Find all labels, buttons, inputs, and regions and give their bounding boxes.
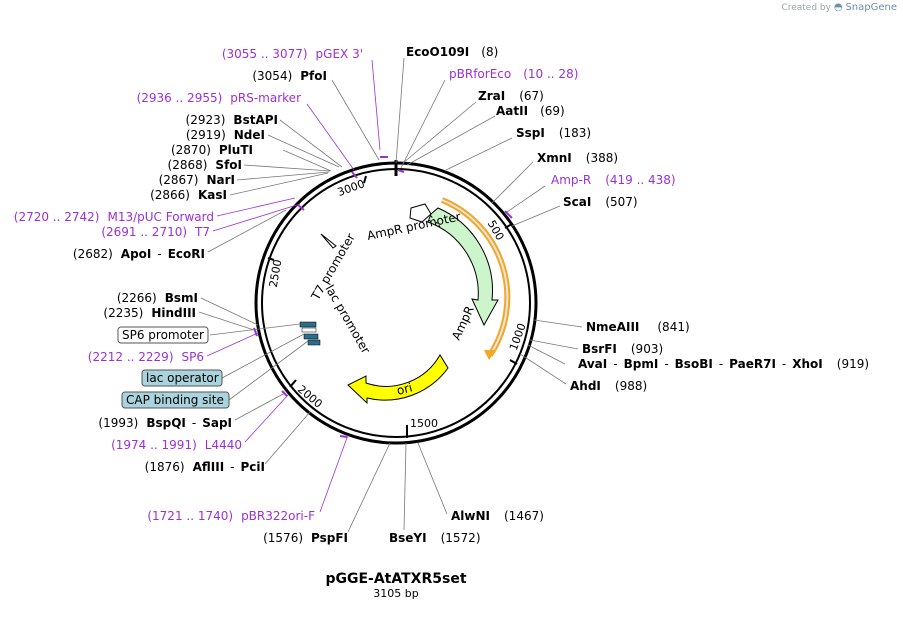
credit-prefix: Created by [781, 3, 831, 13]
site-label-aatii: AatII(69) [496, 104, 565, 118]
site-label-hindiii: (2235)HindIII [103, 306, 196, 320]
site-label-afliii-pcii: (1876)AflIII-PciI [145, 460, 265, 474]
snapgene-credit: Created by ◓ SnapGene [781, 2, 897, 13]
ampr-promoter-feature [409, 203, 432, 223]
site-label-kasi: (2866)KasI [150, 188, 227, 202]
tick-label-1500: 1500 [410, 417, 438, 430]
site-label-apoi-ecori: (2682)ApoI-EcoRI [73, 247, 205, 261]
site-label-zrai: ZraI(67) [478, 89, 544, 103]
site-label-ecoo109i: EcoO109I(8) [406, 45, 498, 59]
site-label-bsmi: (2266)BsmI [117, 291, 198, 305]
sp6-promoter-box [117, 326, 209, 344]
plasmid-name: pGGE-AtATXR5set [325, 571, 466, 587]
site-label-alwni: AlwNI(1467) [451, 509, 544, 523]
primer-label-t7: (2691 .. 2710)T7 [101, 225, 210, 239]
cap-site-box [121, 391, 230, 409]
site-label-bspqi-sapi: (1993)BspQI-SapI [98, 416, 232, 430]
credit-brand: SnapGene [845, 2, 897, 13]
primer-label-pgex3: (3055 .. 3077)pGEX 3' [222, 47, 363, 61]
ampr-label: AmpR [449, 304, 477, 342]
left-site-labels: (3055 .. 3077)pGEX 3' (3054)PfoI (2936 .… [14, 47, 363, 545]
snapgene-logo-icon: ◓ [833, 2, 843, 13]
primer-label-m13: (2720 .. 2742)M13/pUC Forward [14, 210, 214, 224]
primer-label-l4440: (1974 .. 1991)L4440 [111, 438, 242, 452]
site-label-scai: ScaI(507) [563, 195, 638, 209]
site-label-ahdi: AhdI(988) [570, 379, 647, 393]
site-label-sspi: SspI(183) [516, 126, 591, 140]
ori-feature [347, 354, 449, 405]
site-label-ndei: (2919)NdeI [186, 128, 265, 142]
ampr-promoter-junction [430, 215, 442, 229]
lac-promoter-label: lac promoter [322, 283, 373, 357]
site-label-xmni: XmnI(388) [537, 151, 618, 165]
primer-label-amp-r: Amp-R(419 .. 438) [551, 173, 676, 187]
site-label-pspfi: (1576)PspFI [263, 531, 348, 545]
ori-label: ori [395, 380, 414, 398]
site-label-pluti: (2870)PluTI [171, 143, 253, 157]
boxed-labels: SP6 promoter lac operator CAP binding si… [117, 326, 230, 409]
ampr-primer-band-inner [441, 199, 509, 356]
cap-site-label: CAP binding site [126, 393, 224, 407]
right-site-labels: EcoO109I(8) pBRforEco(10 .. 28) ZraI(67)… [389, 45, 869, 545]
ampr-primer-arrowhead [484, 350, 496, 360]
primer-label-prs-marker: (2936 .. 2955)pRS-marker [137, 91, 301, 105]
site-label-pfoi: (3054)PfoI [252, 69, 327, 83]
site-label-bseyi: BseYI(1572) [389, 531, 481, 545]
leader-lines-left [198, 59, 391, 533]
site-label-bstapi: (2923)BstAPI [186, 113, 278, 127]
primer-label-pbr322ori: (1721 .. 1740)pBR322ori-F [147, 509, 315, 523]
lac-operator-label: lac operator [146, 371, 219, 385]
site-label-aval-group: AvaI-BpmI-BsoBI-PaeR7I-XhoI(919) [578, 357, 869, 371]
tick-label-2500: 2500 [267, 259, 285, 289]
primer-label-pbrforeco: pBRforEco(10 .. 28) [449, 67, 578, 81]
site-label-bsrfi: BsrFI(903) [582, 342, 663, 356]
sp6-promoter-label: SP6 promoter [122, 328, 204, 342]
ampr-feature [427, 207, 499, 327]
lac-region-features [299, 321, 321, 346]
site-label-sfoi: (2868)SfoI [168, 158, 242, 172]
plasmid-length: 3105 bp [373, 587, 418, 600]
t7-promoter-feature [320, 233, 337, 249]
primer-label-sp6: (2212 .. 2229)SP6 [88, 350, 204, 364]
site-label-nmeaiii: NmeAIII(841) [586, 320, 690, 334]
site-label-nari: (2867)NarI [159, 173, 235, 187]
lac-operator-box [141, 369, 223, 387]
position-ticks [267, 175, 518, 438]
leader-lines-right [395, 57, 583, 531]
